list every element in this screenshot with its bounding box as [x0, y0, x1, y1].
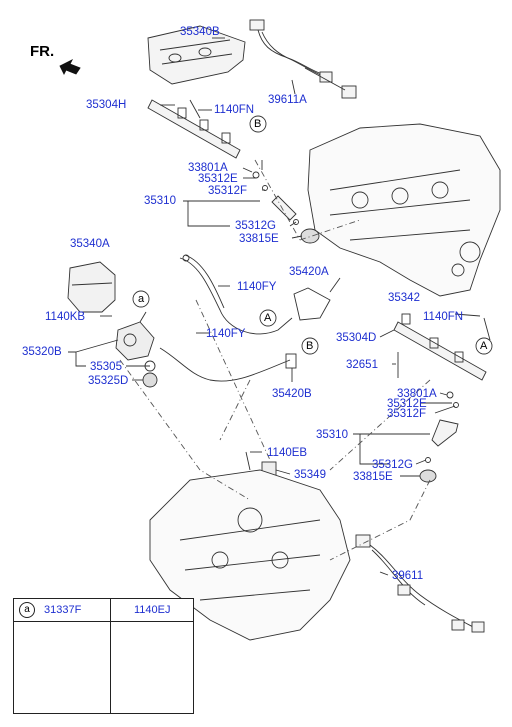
- label-35340B: 35340B: [180, 26, 220, 38]
- callout-B-top: B: [254, 118, 262, 130]
- label-35312E-right: 35312E: [387, 398, 427, 410]
- fuel-pump-35320B-drawing: [115, 311, 158, 388]
- cylinder-head-drawing: [307, 123, 501, 297]
- label-35312F-top: 35312F: [208, 185, 248, 197]
- legend-code-1140EJ: 1140EJ: [134, 604, 171, 616]
- label-35312F-right: 35312F: [387, 408, 427, 420]
- label-35342: 35342: [388, 292, 420, 304]
- label-1140FY-b: 1140FY: [206, 328, 246, 340]
- label-35320B: 35320B: [22, 346, 62, 358]
- label-1140KB: 1140KB: [45, 311, 86, 323]
- fuel-pipes-35420-drawing: [159, 254, 331, 382]
- legend-table: a 31337F 1140EJ: [13, 598, 194, 714]
- label-35420B: 35420B: [272, 388, 312, 400]
- callout-B-circle-right: [301, 337, 319, 355]
- label-35304D: 35304D: [336, 332, 377, 344]
- label-35312E-top: 35312E: [198, 173, 238, 185]
- legend-header-row: [14, 599, 193, 622]
- label-35312G-top: 35312G: [235, 220, 276, 232]
- label-39611: 39611: [392, 570, 424, 582]
- injector-35310-top-drawing: [252, 160, 320, 244]
- label-1140FY-a: 1140FY: [237, 281, 277, 293]
- callout-A-circle-left: [259, 309, 277, 327]
- label-35305: 35305: [90, 361, 122, 373]
- legend-code-31337F: 31337F: [44, 604, 82, 616]
- front-direction-arrow: [59, 58, 81, 76]
- label-33815E-right: 33815E: [353, 471, 393, 483]
- pump-cover-35340A-drawing: [67, 261, 116, 313]
- label-1140FN-right: 1140FN: [423, 311, 464, 323]
- injector-35310-right-drawing: [419, 391, 459, 483]
- engine-cover-35340B-drawing: [147, 25, 246, 85]
- label-35310-top: 35310: [144, 195, 176, 207]
- callout-a: a: [138, 293, 145, 305]
- label-1140FN-top: 1140FN: [214, 104, 255, 116]
- front-direction-label: FR.: [30, 43, 55, 60]
- label-35420A: 35420A: [289, 266, 329, 278]
- callout-a-circle: [132, 290, 150, 308]
- callout-B-circle-top: [249, 115, 267, 133]
- label-33815E-top: 33815E: [239, 233, 279, 245]
- label-35310-right: 35310: [316, 429, 348, 441]
- label-1140EB: 1140EB: [267, 447, 308, 459]
- label-39611A: 39611A: [268, 94, 307, 106]
- fuel-rail-35304H-drawing: [147, 99, 241, 159]
- wiring-harness-39611A-drawing: [249, 19, 357, 99]
- label-35340A: 35340A: [70, 238, 110, 250]
- label-35312G-right: 35312G: [372, 459, 413, 471]
- callout-B-right: B: [306, 340, 314, 352]
- label-33801A-top: 33801A: [188, 162, 228, 174]
- legend-column-divider: [110, 599, 111, 713]
- wiring-harness-39611-drawing: [355, 534, 485, 633]
- fuel-rail-35304D-drawing: [393, 313, 491, 381]
- label-32651: 32651: [346, 359, 378, 371]
- label-33801A-right: 33801A: [397, 388, 437, 400]
- callout-A-right: A: [480, 340, 488, 352]
- label-35349: 35349: [294, 469, 326, 481]
- bolt-1140EB-drawing: [245, 451, 251, 471]
- callout-A-left: A: [264, 312, 272, 324]
- label-35325D: 35325D: [88, 375, 129, 387]
- label-35304H: 35304H: [86, 99, 127, 111]
- callout-A-circle-right: [475, 337, 493, 355]
- legend-marker-a: a: [19, 602, 35, 618]
- engine-block-drawing: [149, 469, 351, 641]
